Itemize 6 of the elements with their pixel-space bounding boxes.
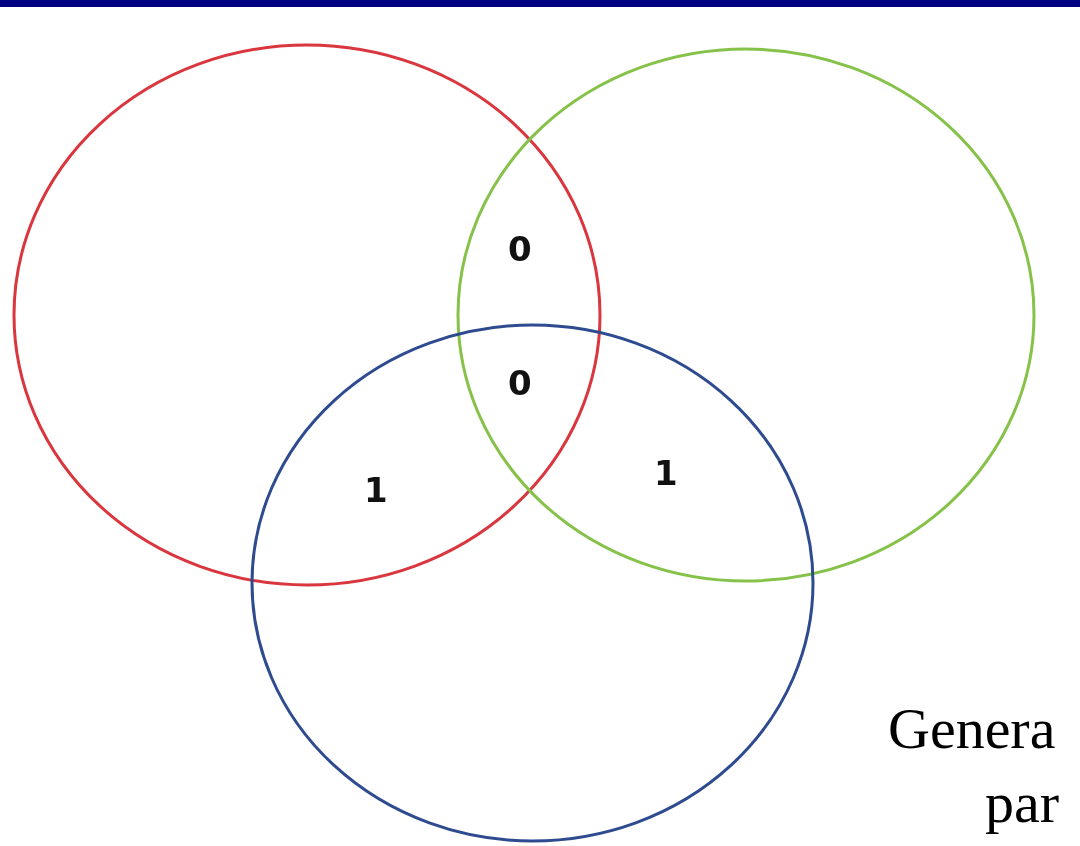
note-text: Genera xyxy=(888,700,1056,758)
region-value: 1 xyxy=(654,456,678,490)
note-text: par xyxy=(985,774,1060,832)
region-value: 0 xyxy=(508,232,532,266)
region-value: 0 xyxy=(508,366,532,400)
region-value: 1 xyxy=(364,473,388,507)
